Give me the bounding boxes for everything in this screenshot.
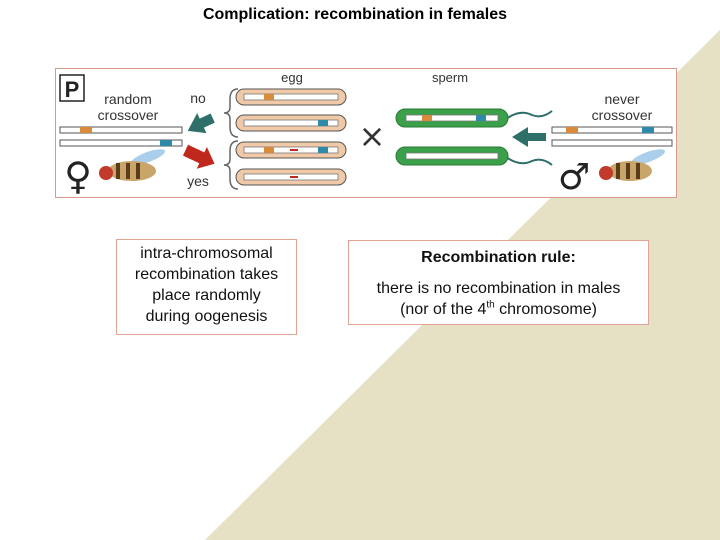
male-chromosome-pair bbox=[551, 126, 673, 147]
female-chromosome-pair bbox=[59, 126, 183, 147]
egg-no-crossover-2 bbox=[235, 114, 347, 132]
oogenesis-note-line2: recombination takes bbox=[134, 266, 279, 283]
rule-line2-post: chromosome) bbox=[494, 301, 597, 318]
rule-line2: (nor of the 4th chromosome) bbox=[349, 299, 648, 320]
male-fly-icon bbox=[599, 149, 666, 181]
yes-arrow-icon bbox=[182, 144, 215, 169]
yes-brace bbox=[223, 140, 239, 190]
cross-symbol: × bbox=[359, 117, 386, 155]
rule-line2-sup: th bbox=[486, 299, 495, 311]
egg-crossover-2 bbox=[235, 168, 347, 186]
rule-body: there is no recombination in males (nor … bbox=[349, 278, 648, 320]
male-label-line2: crossover bbox=[592, 107, 653, 123]
yes-label: yes bbox=[187, 173, 209, 189]
male-label-line1: never bbox=[604, 91, 639, 107]
no-arrow-icon bbox=[187, 113, 215, 134]
panel-letter-box bbox=[59, 74, 85, 102]
female-symbol: ♀ bbox=[64, 154, 92, 197]
female-label-line1: random bbox=[104, 91, 151, 107]
female-label-line2: crossover bbox=[98, 107, 159, 123]
page-title: Complication: recombination in females bbox=[202, 6, 508, 23]
egg-crossover-1 bbox=[235, 141, 347, 159]
oogenesis-note-line4: during oogenesis bbox=[145, 308, 268, 325]
sperm-cell-1 bbox=[395, 108, 553, 128]
rule-line2-pre: (nor of the 4 bbox=[400, 301, 487, 318]
rule-heading: Recombination rule: bbox=[421, 249, 576, 266]
egg-no-crossover-1 bbox=[235, 88, 347, 106]
recombination-rule-box: Recombination rule: there is no recombin… bbox=[348, 240, 649, 325]
crossover-figure: P random crossover ♀ no yes eg bbox=[55, 68, 677, 198]
male-arrow-icon bbox=[512, 127, 546, 147]
male-symbol: ♂ bbox=[558, 157, 590, 197]
egg-label: egg bbox=[281, 70, 303, 85]
no-label: no bbox=[190, 90, 206, 106]
rule-line1: there is no recombination in males bbox=[376, 280, 621, 297]
female-fly-icon bbox=[99, 149, 166, 181]
oogenesis-note-box: intra-chromosomal recombination takes pl… bbox=[116, 239, 297, 335]
oogenesis-note-line3: place randomly bbox=[152, 287, 261, 304]
panel-letter: P bbox=[65, 77, 80, 102]
sperm-label: sperm bbox=[432, 70, 468, 85]
no-brace bbox=[223, 88, 239, 138]
sperm-cell-2 bbox=[395, 146, 553, 166]
oogenesis-note-line1: intra-chromosomal bbox=[140, 245, 273, 262]
